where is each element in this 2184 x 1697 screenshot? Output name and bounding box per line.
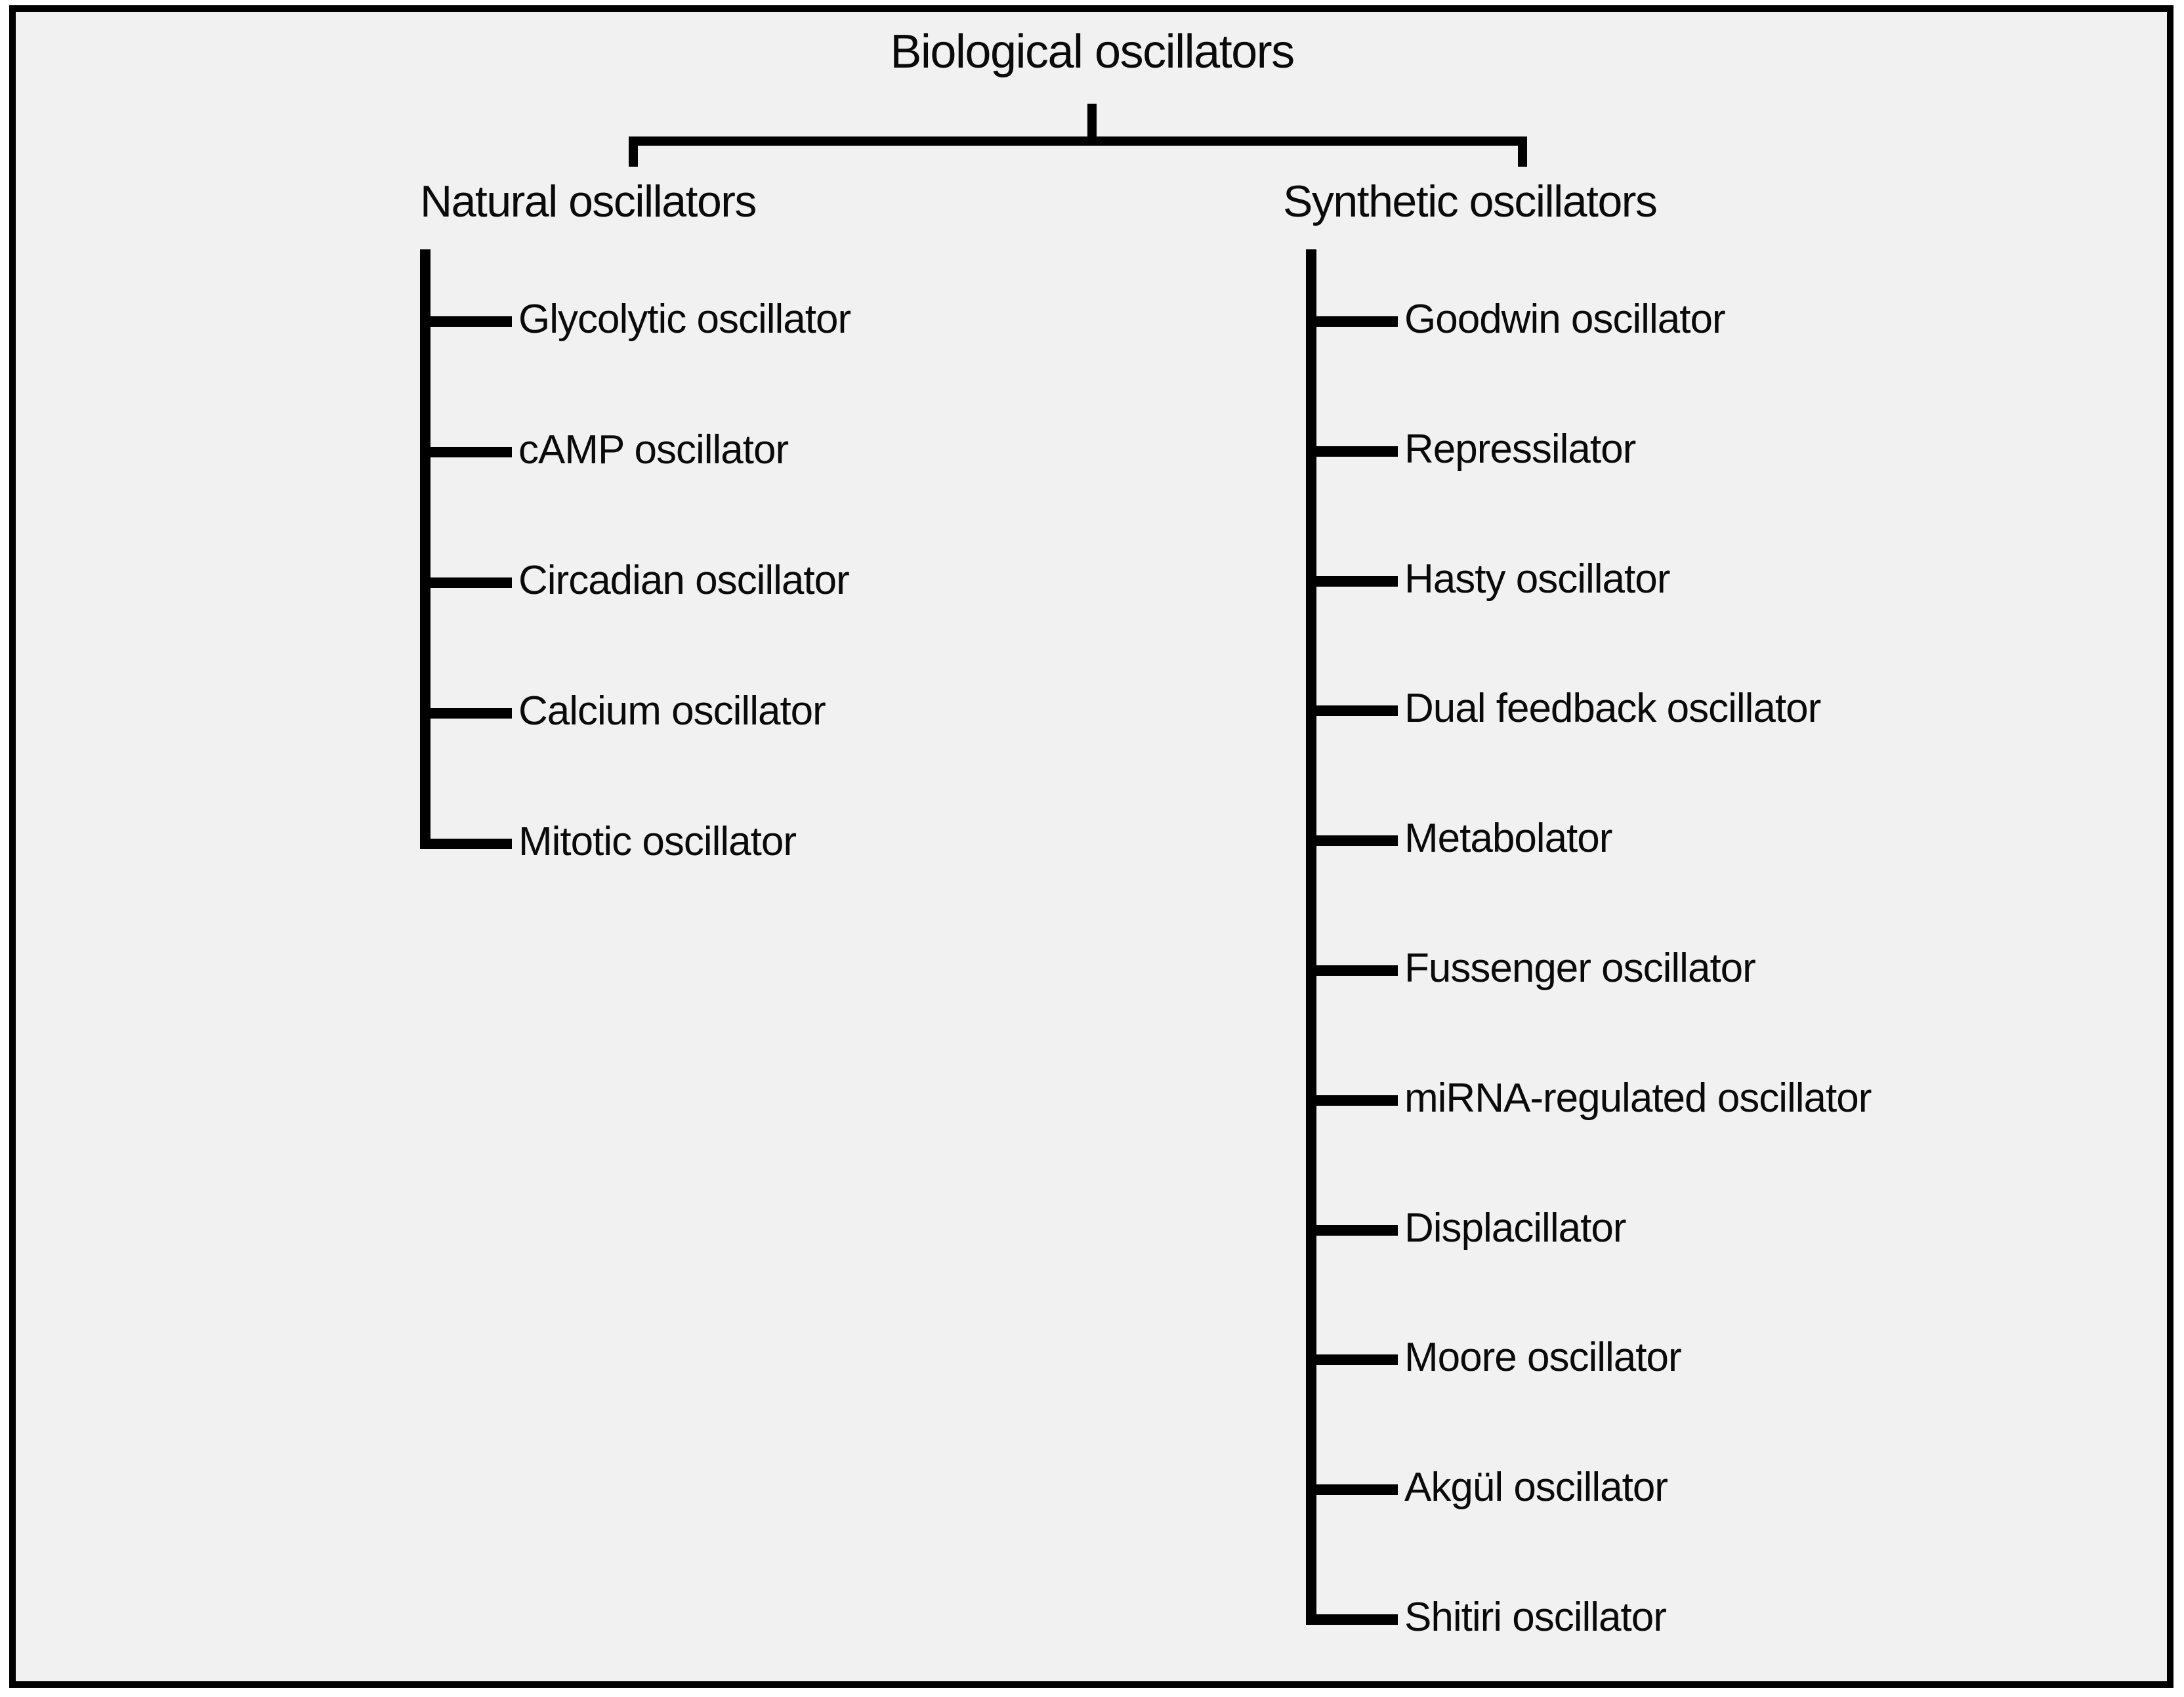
tree-item: Displacillator [1306,1208,1626,1253]
tree-item: Fussenger oscillator [1306,946,1756,993]
root-connector-stub [1087,104,1097,140]
oscillator-label: Calcium oscillator [518,688,826,734]
tree-item: Hasty oscillator [1306,559,1670,604]
tree-item: miRNA-regulated oscillator [1306,1076,1872,1123]
connector-tick [1306,1614,1398,1625]
tree-item: Moore oscillator [1306,1335,1682,1382]
tree-item: Circadian oscillator [420,558,850,605]
tree-item: Metabolator [1306,818,1612,863]
oscillator-label: Akgül oscillator [1404,1465,1668,1510]
tree-item: cAMP oscillator [420,427,789,474]
oscillator-label: Hasty oscillator [1404,556,1670,602]
oscillator-label: Metabolator [1404,816,1612,861]
connector-tick [1306,1225,1398,1236]
connector-tick [1306,316,1398,327]
tree-item: Calcium oscillator [420,691,826,736]
oscillator-label: Goodwin oscillator [1404,297,1726,342]
tree-item: Goodwin oscillator [1306,297,1726,344]
connector-tick [420,839,512,849]
connector-tick [420,447,512,457]
oscillator-label: Fussenger oscillator [1404,946,1756,991]
oscillator-label: Shitiri oscillator [1404,1595,1667,1640]
tree-item: Glycolytic oscillator [420,297,851,344]
oscillator-label: Circadian oscillator [518,558,850,603]
root-bracket-line [629,136,1527,146]
root-bracket-tick-right [1518,136,1527,167]
connector-tick [1306,446,1398,457]
oscillator-label: miRNA-regulated oscillator [1404,1076,1872,1121]
connector-tick [1306,965,1398,976]
connector-tick [420,577,512,588]
oscillator-label: cAMP oscillator [518,427,789,472]
connector-tick [1306,576,1398,587]
oscillator-label: Glycolytic oscillator [518,297,851,342]
oscillator-label: Repressilator [1404,427,1636,472]
trunk-natural [420,249,430,849]
tree-item: Mitotic oscillator [420,819,797,866]
connector-tick [1306,1484,1398,1495]
connector-tick [1306,835,1398,846]
connector-tick [1306,1095,1398,1106]
branch-header-synthetic: Synthetic oscillators [1283,177,1658,226]
connector-tick [1306,705,1398,716]
tree-item: Dual feedback oscillator [1306,686,1821,733]
connector-tick [1306,1354,1398,1365]
tree-item: Shitiri oscillator [1306,1595,1667,1642]
branch-header-natural: Natural oscillators [420,177,757,226]
oscillator-label: Dual feedback oscillator [1404,686,1821,731]
oscillator-label: Moore oscillator [1404,1335,1682,1380]
root-bracket-tick-left [629,136,638,167]
connector-tick [420,316,512,327]
oscillator-label: Mitotic oscillator [518,819,797,864]
diagram-title: Biological oscillators [890,26,1295,78]
tree-item: Repressilator [1306,427,1636,474]
tree-item: Akgül oscillator [1306,1467,1668,1512]
diagram-border-frame [9,5,2174,1688]
trunk-synthetic [1306,249,1316,1625]
oscillator-label: Displacillator [1404,1205,1626,1251]
connector-tick [420,708,512,719]
